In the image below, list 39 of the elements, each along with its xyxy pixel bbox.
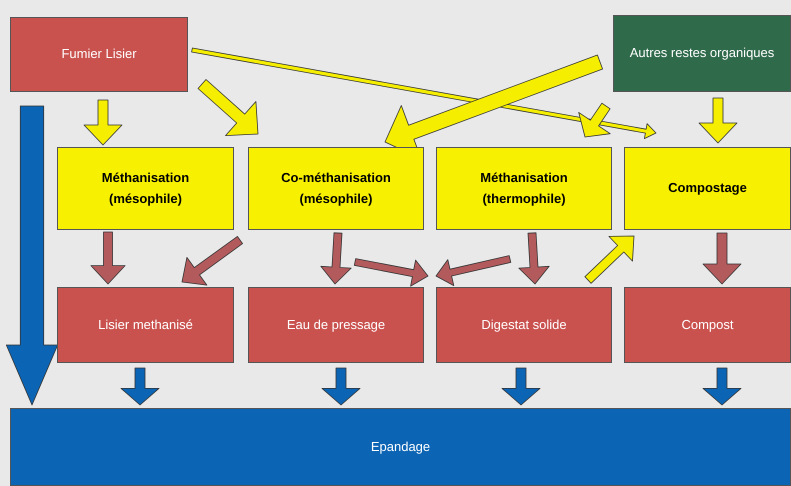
process-box bbox=[624, 147, 791, 230]
box-label: Epandage bbox=[370, 438, 430, 456]
arrow bbox=[502, 368, 540, 406]
process-box bbox=[624, 287, 791, 363]
box-label: Autres restes organiques bbox=[630, 44, 774, 62]
process-box bbox=[248, 147, 424, 230]
arrow bbox=[84, 100, 122, 146]
box-label: Co-méthanisation (mésophile) bbox=[280, 168, 392, 208]
arrow bbox=[320, 232, 352, 284]
box-label: Lisier methanisé bbox=[98, 316, 193, 334]
box-label: Eau de pressage bbox=[286, 316, 386, 334]
process-box bbox=[248, 287, 424, 363]
arrow bbox=[90, 232, 126, 284]
arrow bbox=[518, 232, 550, 284]
box-label: Compostage bbox=[668, 179, 747, 198]
box-label: Fumier Lisier bbox=[61, 45, 137, 64]
process-box bbox=[436, 287, 612, 363]
box-label: Méthanisation (mésophile) bbox=[100, 168, 190, 208]
process-box bbox=[10, 17, 188, 92]
arrow bbox=[6, 106, 58, 406]
arrow bbox=[120, 368, 160, 406]
arrow bbox=[322, 368, 360, 406]
arrow bbox=[182, 236, 243, 286]
arrow bbox=[702, 368, 742, 406]
arrow bbox=[578, 102, 611, 138]
process-box bbox=[10, 408, 791, 486]
arrow bbox=[584, 236, 634, 284]
arrow bbox=[354, 258, 428, 287]
process-box bbox=[436, 147, 612, 230]
arrow bbox=[436, 255, 512, 286]
arrow bbox=[198, 79, 258, 136]
arrow bbox=[698, 98, 738, 144]
box-label: Compost bbox=[681, 316, 734, 334]
box-label: Méthanisation (thermophile) bbox=[479, 168, 569, 208]
process-box bbox=[57, 147, 234, 230]
arrow bbox=[702, 232, 742, 284]
box-label: Digestat solide bbox=[481, 316, 567, 334]
process-box bbox=[613, 15, 791, 92]
process-box bbox=[57, 287, 234, 363]
